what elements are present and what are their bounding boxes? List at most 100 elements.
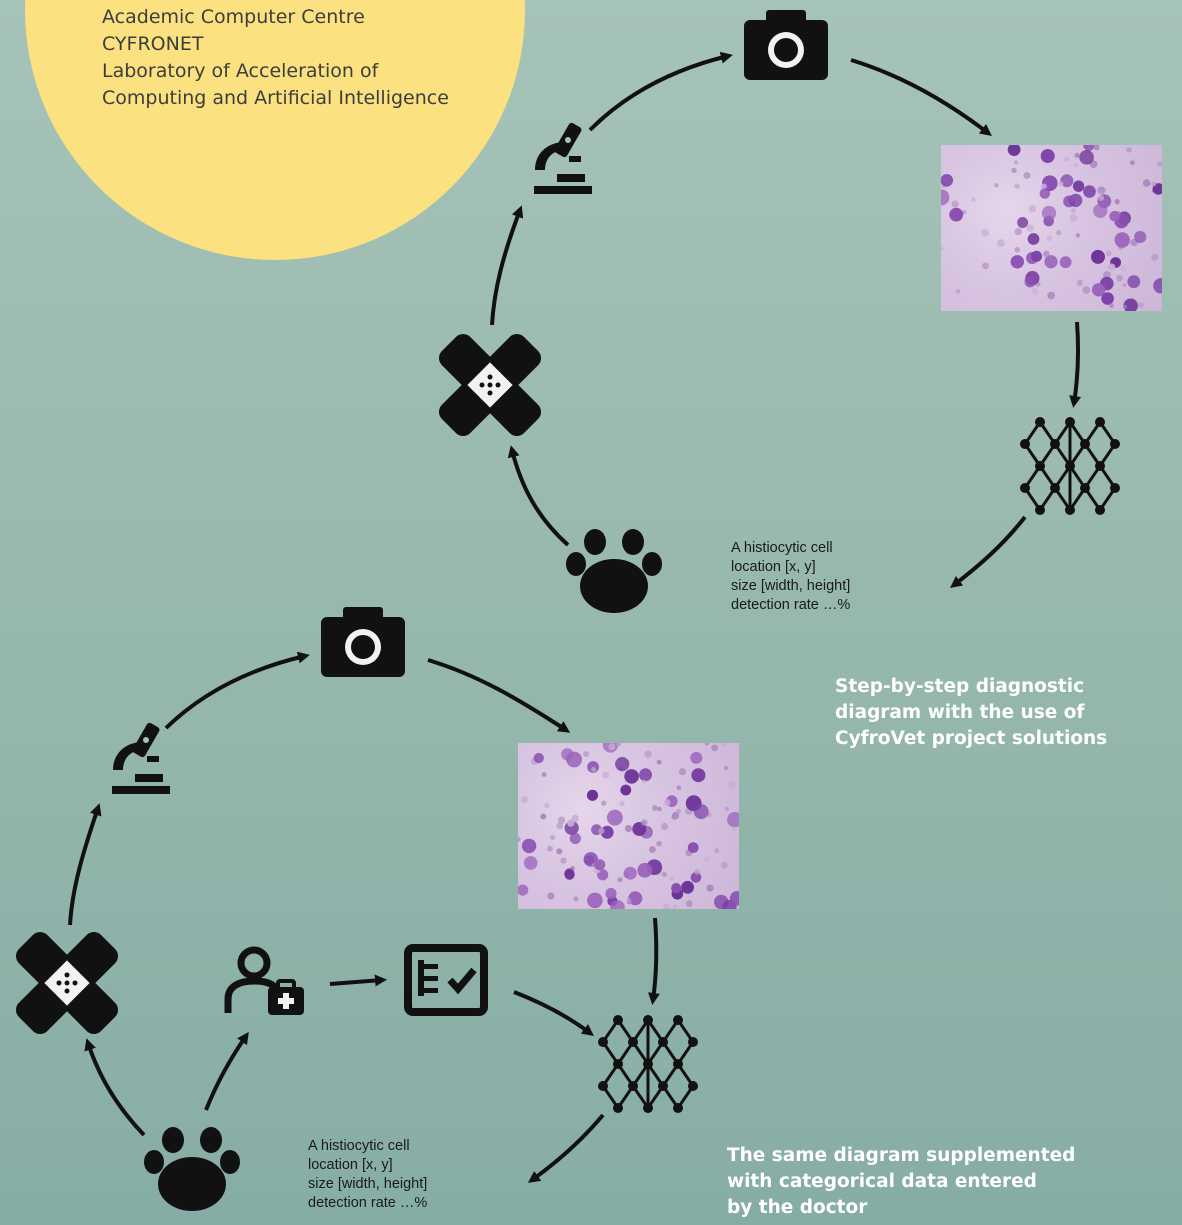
cell-blob <box>687 842 699 853</box>
cell-blob <box>994 183 999 188</box>
arrow <box>950 515 1027 589</box>
detection-line: location [x, y] <box>731 559 816 575</box>
cell-blob <box>1137 302 1145 309</box>
arrow <box>527 1113 605 1183</box>
caption-line: Step-by-step diagnostic <box>835 676 1085 697</box>
cell-blob <box>1064 156 1070 162</box>
cell-blob <box>962 210 967 215</box>
cell-blob <box>951 200 959 208</box>
organization-line: CYFRONET <box>102 33 204 55</box>
cell-blob <box>556 848 563 855</box>
cell-blob <box>672 904 678 909</box>
cell-blob <box>1023 172 1031 179</box>
cell-blob <box>561 748 574 761</box>
cell-blob <box>1014 246 1021 253</box>
cell-blob <box>676 808 682 814</box>
cell-blob <box>594 859 606 871</box>
cell-blob <box>703 856 710 863</box>
cell-blob <box>1123 298 1138 311</box>
detection-output-top: A histiocytic cell location [x, y] size … <box>731 539 850 615</box>
cell-blob <box>619 801 625 807</box>
cell-blob <box>547 845 553 852</box>
cell-blob <box>711 744 718 752</box>
cell-blob <box>1116 274 1123 282</box>
cell-blob <box>557 816 566 824</box>
cell-blob <box>732 826 738 832</box>
detection-line: A histiocytic cell <box>308 1138 410 1154</box>
cell-blob <box>1129 160 1135 166</box>
cell-blob <box>690 872 702 883</box>
cell-blob <box>1014 227 1022 236</box>
cell-blob <box>671 883 682 894</box>
cell-blob <box>941 246 944 251</box>
cell-blob <box>721 743 728 747</box>
cell-blob <box>662 903 670 909</box>
cell-blob <box>639 768 652 782</box>
cell-blob <box>1114 199 1120 205</box>
cell-blob <box>971 197 976 202</box>
cell-blob <box>955 288 961 294</box>
cell-blob <box>617 877 623 883</box>
arrow <box>329 974 387 987</box>
cell-blob <box>605 888 617 900</box>
cell-blob <box>583 751 590 757</box>
cell-blob <box>1070 207 1077 214</box>
cell-blob <box>1014 183 1020 189</box>
microscope-icon <box>534 121 592 194</box>
cell-blob <box>941 174 954 187</box>
organization-line: Computing and Artificial Intelligence <box>102 87 449 109</box>
cell-blob <box>641 819 648 826</box>
cell-blob <box>1093 145 1100 151</box>
cell-blob <box>1074 152 1080 158</box>
cell-blob <box>1151 181 1157 187</box>
arrow <box>164 651 310 730</box>
cell-blob <box>1028 205 1037 213</box>
detection-line: detection rate …% <box>308 1195 428 1211</box>
arrow <box>204 1031 249 1111</box>
cell-blob <box>681 880 694 894</box>
cell-blob <box>624 824 633 833</box>
cell-blob <box>1109 303 1114 309</box>
cell-blob <box>676 785 682 791</box>
cell-blob <box>1059 256 1072 269</box>
detection-line: A histiocytic cell <box>731 540 833 556</box>
cell-blob <box>1079 150 1094 165</box>
cell-blob <box>1153 278 1162 294</box>
paw-icon <box>566 529 662 613</box>
neural-network-icon <box>1018 415 1122 517</box>
cell-blob <box>1157 161 1162 167</box>
cell-blob <box>1024 275 1036 288</box>
caption-bottom: The same diagram supplemented with categ… <box>727 1143 1075 1221</box>
cell-blob <box>624 769 639 784</box>
cell-blob <box>586 789 599 801</box>
cell-blob <box>685 900 693 908</box>
cell-blob <box>727 812 739 828</box>
cell-blob <box>661 822 669 831</box>
camera-icon <box>744 10 828 80</box>
cell-blob <box>533 752 544 764</box>
paw-icon <box>144 1127 240 1211</box>
cell-blob <box>724 766 728 770</box>
cell-blob <box>616 743 622 747</box>
cell-blob <box>569 832 581 845</box>
cell-blob <box>610 900 625 909</box>
cell-blob <box>706 884 714 892</box>
detection-line: detection rate …% <box>731 597 851 613</box>
cell-blob <box>1026 224 1034 232</box>
arrow <box>507 445 570 547</box>
detection-line: size [width, height] <box>731 578 851 594</box>
cell-blob <box>1105 250 1112 257</box>
cell-blob <box>1082 286 1091 294</box>
cell-blob <box>1103 271 1111 279</box>
organization-line: Laboratory of Acceleration of <box>102 60 379 82</box>
arrow <box>850 58 992 137</box>
cell-blob <box>670 876 675 881</box>
cell-blob <box>1097 186 1106 195</box>
cell-blob <box>657 806 662 812</box>
caption-top: Step-by-step diagnostic diagram with the… <box>835 674 1107 752</box>
bandage-icon <box>11 927 123 1039</box>
cell-blob <box>560 857 567 864</box>
cell-blob <box>691 768 706 783</box>
cell-blob <box>550 835 555 840</box>
